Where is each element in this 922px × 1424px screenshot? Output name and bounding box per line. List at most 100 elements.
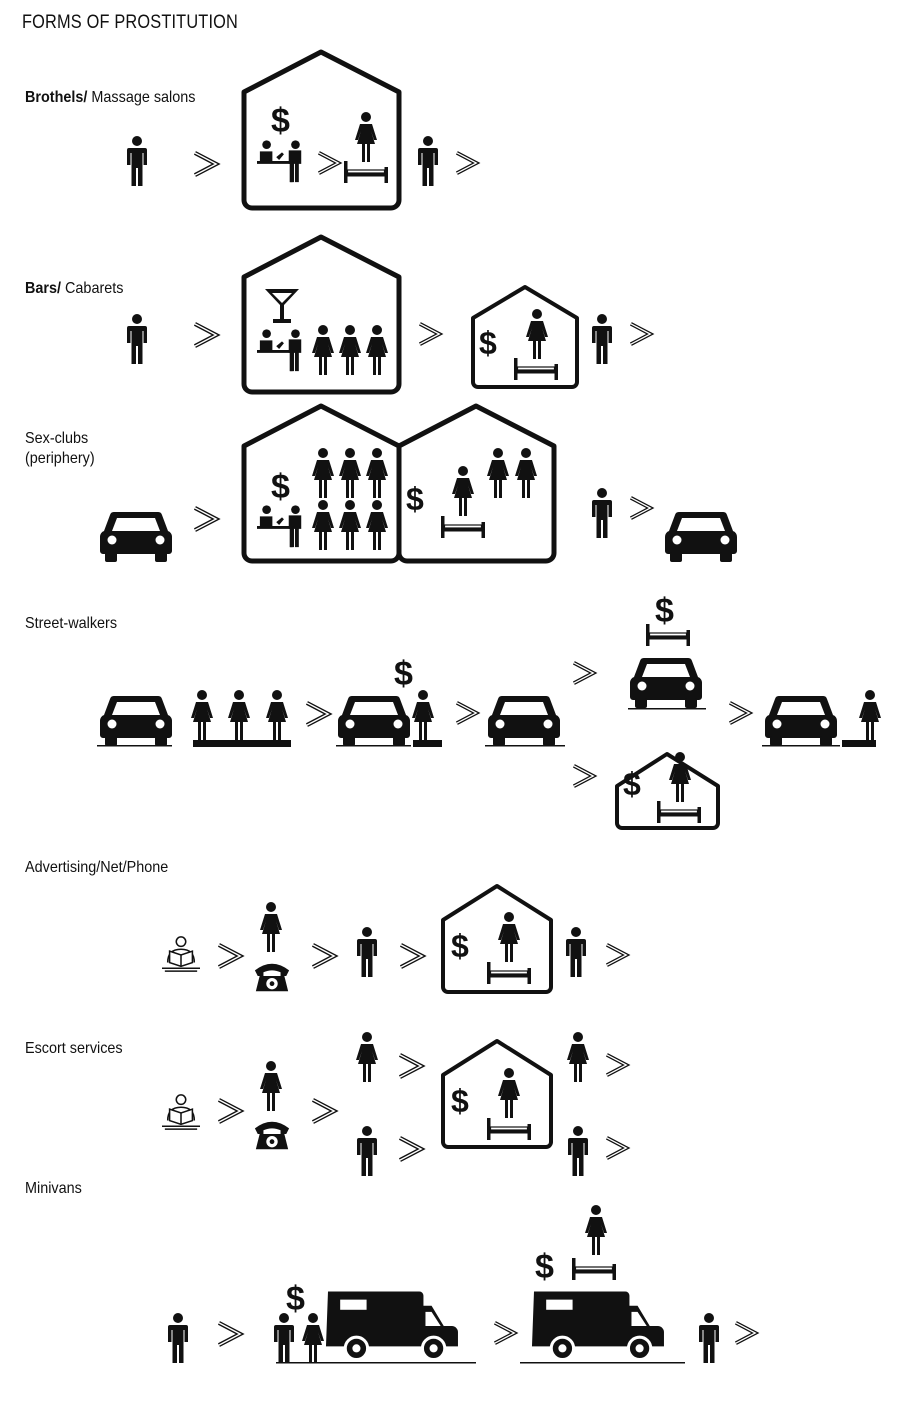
arrow-icon — [457, 153, 476, 173]
woman-icon — [339, 325, 361, 375]
money-symbol: $ — [451, 1083, 469, 1119]
bed-icon — [440, 515, 486, 539]
woman-icon — [228, 690, 250, 740]
sidewalk — [413, 740, 442, 747]
money-symbol: $ — [286, 1280, 305, 1318]
ground-line — [628, 708, 706, 710]
woman-icon — [355, 112, 377, 162]
woman-icon — [859, 690, 881, 740]
minivans-row: $ $ — [168, 1205, 755, 1364]
label-brothels: Brothels/ Massage salons — [25, 89, 196, 106]
car-icon — [337, 695, 411, 746]
label-minivans: Minivans — [25, 1180, 82, 1197]
sidewalk — [842, 740, 876, 747]
house-icon — [241, 49, 402, 211]
brothels-row: $ — [127, 49, 476, 211]
woman-icon — [487, 448, 509, 498]
woman-icon — [526, 309, 548, 359]
arrow-icon — [195, 324, 216, 346]
money-symbol: $ — [271, 468, 290, 506]
woman-icon — [266, 690, 288, 740]
car-icon — [664, 511, 738, 562]
arrow-icon — [401, 945, 422, 967]
house-icon — [441, 884, 553, 994]
woman-icon — [366, 500, 388, 550]
woman-icon — [567, 1032, 589, 1082]
bed-icon — [513, 357, 559, 381]
car-icon — [764, 695, 838, 746]
phone-icon — [254, 1121, 290, 1150]
page-title: FORMS OF PROSTITUTION — [22, 12, 239, 33]
reception-desk-icon — [257, 505, 302, 548]
escort-row: $ — [161, 1032, 626, 1176]
woman-icon — [260, 1061, 282, 1111]
arrow-icon — [313, 1100, 334, 1122]
money-symbol: $ — [623, 766, 641, 802]
man-icon — [127, 136, 147, 186]
newspaper-reader-icon — [161, 1094, 201, 1130]
man-icon — [568, 1126, 588, 1176]
man-icon — [699, 1313, 719, 1363]
cocktail-icon — [265, 289, 299, 323]
label-streetwalkers: Street-walkers — [25, 615, 118, 632]
house-icon — [471, 285, 579, 389]
man-icon — [566, 927, 586, 977]
woman-icon — [312, 500, 334, 550]
arrow-icon — [195, 153, 216, 175]
advertising-row: $ — [161, 884, 626, 994]
bars-row: $ — [127, 234, 650, 395]
house-icon — [441, 1039, 553, 1149]
car-icon — [629, 657, 703, 708]
money-symbol: $ — [655, 592, 674, 630]
woman-icon — [498, 912, 520, 962]
man-icon — [168, 1313, 188, 1363]
arrow-icon — [420, 324, 439, 344]
arrow-icon — [313, 945, 334, 967]
woman-icon — [339, 500, 361, 550]
house-icon — [396, 403, 557, 564]
woman-icon — [585, 1205, 607, 1255]
arrow-icon — [307, 703, 328, 725]
woman-icon — [366, 325, 388, 375]
arrow-icon — [400, 1138, 421, 1160]
ground-line — [276, 1362, 476, 1364]
arrow-icon — [631, 324, 650, 344]
woman-icon — [366, 448, 388, 498]
woman-icon — [312, 448, 334, 498]
arrow-icon — [736, 1323, 755, 1343]
minivan-icon — [324, 1289, 460, 1362]
man-icon — [592, 314, 612, 364]
arrow-icon — [219, 1323, 240, 1345]
streetwalkers-row: $ $ $ — [97, 592, 881, 830]
ground-line — [520, 1362, 685, 1364]
arrow-icon — [219, 1100, 240, 1122]
label-sexclubs: Sex-clubs(periphery) — [25, 430, 95, 467]
house-icon — [241, 234, 402, 395]
newspaper-reader-icon — [161, 936, 201, 972]
label-advertising: Advertising/Net/Phone — [25, 859, 169, 876]
ground-line — [762, 745, 840, 747]
arrow-icon — [730, 703, 749, 723]
woman-icon — [302, 1313, 324, 1363]
arrow-icon — [607, 945, 626, 965]
car-icon — [99, 695, 173, 746]
woman-icon — [498, 1068, 520, 1118]
arrow-icon — [631, 498, 650, 518]
house-icon — [615, 752, 720, 830]
reception-desk-icon — [257, 329, 302, 372]
arrow-icon — [457, 703, 476, 723]
woman-icon — [312, 325, 334, 375]
ground-line — [97, 745, 172, 747]
label-escort: Escort services — [25, 1040, 123, 1057]
car-icon — [99, 511, 173, 562]
sexclubs-row: $ $ — [99, 403, 738, 564]
ground-line — [336, 745, 411, 747]
man-icon — [127, 314, 147, 364]
money-symbol: $ — [535, 1248, 554, 1286]
man-icon — [418, 136, 438, 186]
money-symbol: $ — [394, 655, 413, 693]
bed-icon — [656, 800, 702, 824]
woman-icon — [356, 1032, 378, 1082]
woman-icon — [452, 466, 474, 516]
